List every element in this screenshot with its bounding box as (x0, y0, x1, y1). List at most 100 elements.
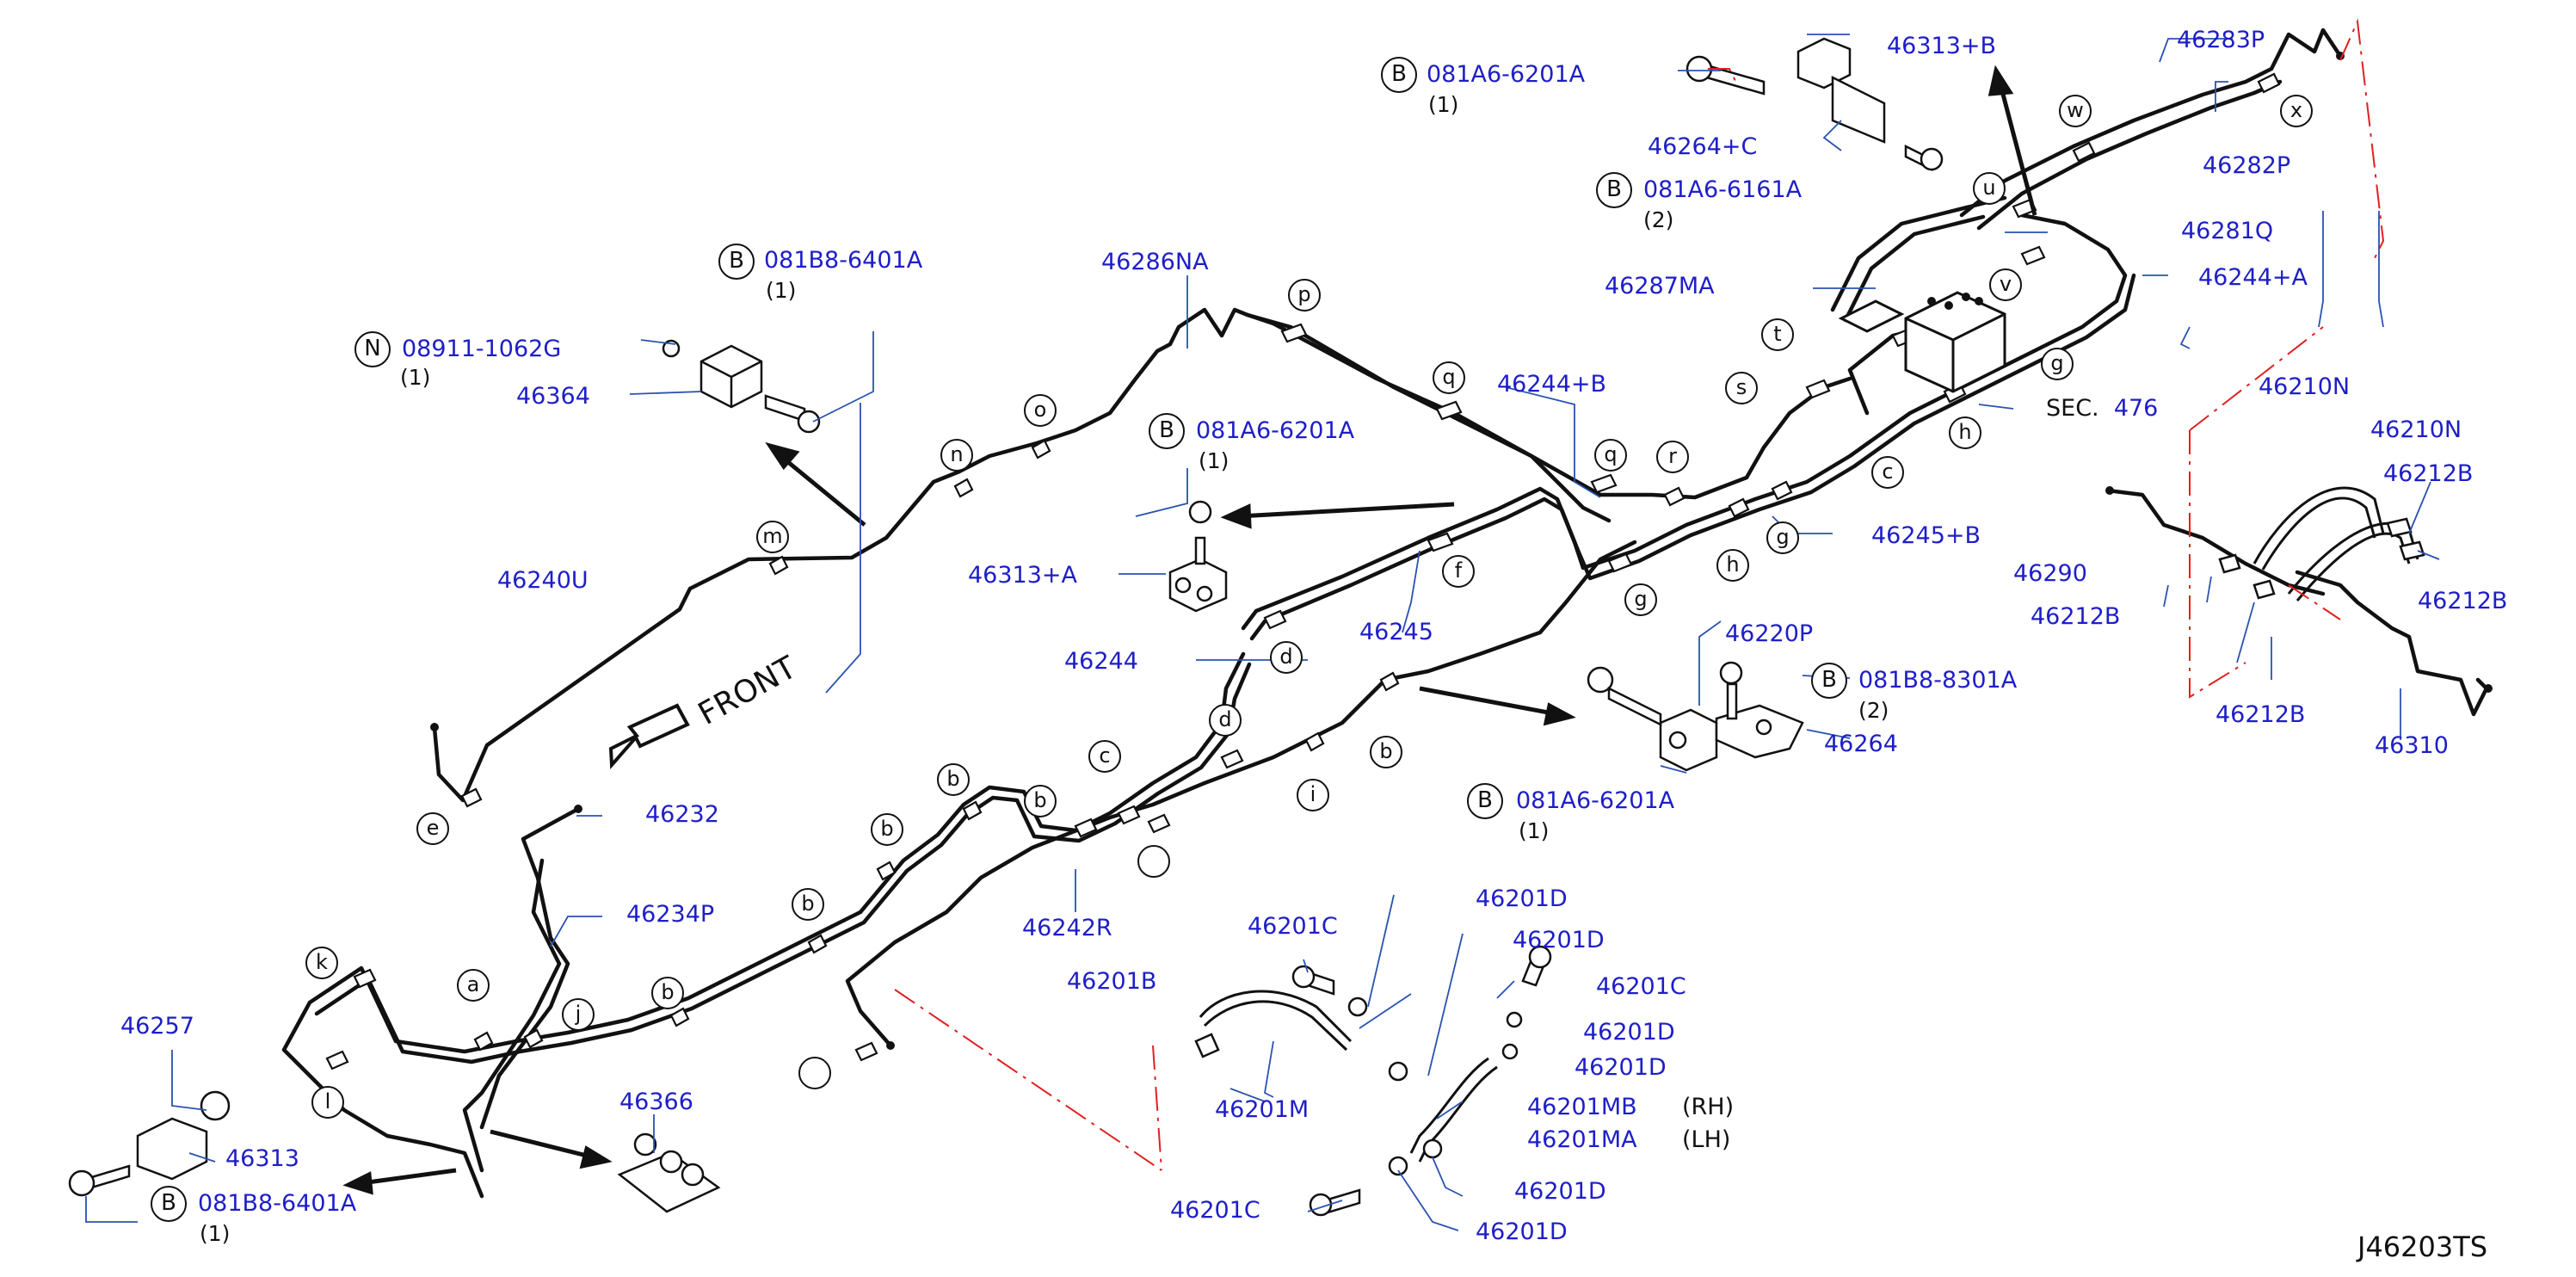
label-46313B: 46313+B (1887, 33, 1997, 59)
clip-letter (798, 1057, 831, 1089)
label-46201B: 46201B (1067, 968, 1157, 995)
clip-letter: l (311, 1086, 344, 1119)
label-46366: 46366 (619, 1089, 693, 1115)
label-46240U: 46240U (497, 567, 589, 594)
label-46201D-3: 46201D (1583, 1019, 1675, 1046)
label-46242R: 46242R (1022, 915, 1112, 941)
label-46201MA: 46201MA (1527, 1126, 1637, 1153)
callout-number: 081A6-6201A (1196, 417, 1355, 444)
callout-mark: B (718, 244, 755, 280)
clip-letter: h (1716, 549, 1749, 582)
label-46212B-2: 46212B (2418, 588, 2508, 614)
label-46201D-1: 46201D (1476, 885, 1568, 912)
label-46212B-1: 46212B (2383, 460, 2474, 487)
label-46283P: 46283P (2177, 27, 2265, 53)
label-46257: 46257 (120, 1013, 194, 1039)
pipe-46290 (2105, 488, 2326, 596)
label-46220P: 46220P (1725, 620, 1814, 647)
label-46201C-3: 46201C (1170, 1197, 1260, 1224)
label-46310: 46310 (2375, 732, 2449, 759)
label-46201D-6: 46201D (1476, 1218, 1568, 1245)
label-46364: 46364 (516, 383, 590, 410)
label-46234P: 46234P (626, 901, 715, 928)
callout-mark: B (1381, 57, 1417, 93)
pipe-46234P (462, 858, 562, 1173)
label-46210N-1: 46210N (2259, 373, 2351, 400)
callout-qty: (1) (766, 278, 797, 303)
label-46313A: 46313+A (968, 562, 1077, 589)
pipe-46282P (1976, 79, 2283, 231)
callout-number: 081A6-6201A (1516, 787, 1675, 814)
pipe-46232 (479, 806, 581, 1130)
clip-letter: b (792, 888, 824, 921)
clip-letter: c (1871, 456, 1904, 489)
callout-number: 081B8-6401A (198, 1190, 357, 1217)
label-lh: (LH) (1682, 1126, 1731, 1153)
label-46245B: 46245+B (1871, 522, 1981, 549)
label-46212B-4: 46212B (2215, 701, 2306, 728)
clip-letter: x (2280, 95, 2313, 127)
callout-qty: (1) (1519, 818, 1550, 843)
clip-letter: k (305, 947, 338, 979)
callout-qty: (2) (1643, 207, 1674, 232)
label-46245: 46245 (1359, 619, 1433, 645)
callout-number: 081A6-6161A (1643, 176, 1803, 203)
label-46201C-2: 46201C (1596, 973, 1686, 1000)
pipe-46242R-lower (845, 540, 1637, 1048)
pipe-46242R (307, 651, 1246, 1054)
callout-number: 08911-1062G (402, 336, 562, 362)
clip-letter: b (937, 763, 970, 796)
label-rh: (RH) (1682, 1094, 1735, 1120)
callout-mark: B (1596, 172, 1632, 208)
clip-letter: q (1433, 361, 1465, 394)
clip-letter: g (2041, 348, 2074, 380)
clip-letter: b (1370, 736, 1402, 768)
label-46201D-5: 46201D (1514, 1178, 1606, 1205)
pipe-46286NA (1245, 312, 1852, 500)
clip-letter: v (1989, 268, 2022, 301)
diagram-code: J46203TS (2357, 1231, 2488, 1263)
clip-letter: n (940, 439, 973, 472)
callout-mark: B (151, 1186, 187, 1222)
clip-letter: p (1288, 279, 1321, 312)
clip-letter: h (1949, 416, 1981, 449)
callout-mark: N (354, 331, 391, 367)
clip-letter: t (1761, 318, 1794, 351)
label-46201M: 46201M (1215, 1096, 1310, 1123)
clip-letter: j (562, 998, 595, 1031)
clip-letter: d (1270, 641, 1303, 674)
clip-letter: s (1725, 372, 1758, 404)
label-46212B-3: 46212B (2031, 603, 2121, 630)
clip-letter: u (1973, 172, 2006, 205)
clip-letter: r (1656, 441, 1689, 473)
clip-letter: q (1594, 439, 1627, 472)
callout-qty: (1) (1199, 448, 1229, 473)
label-46264: 46264 (1824, 731, 1898, 757)
callout-mark: B (1467, 783, 1503, 819)
clip-letter: e (416, 812, 449, 845)
pipe-46310 (2295, 570, 2489, 717)
clip-letter: f (1442, 555, 1475, 588)
callout-qty: (1) (400, 365, 431, 390)
label-46232: 46232 (645, 801, 719, 828)
label-46201D-4: 46201D (1575, 1054, 1667, 1081)
clip-letter: b (871, 813, 903, 846)
callout-number: 081B8-6401A (764, 247, 923, 274)
label-46290: 46290 (2013, 560, 2087, 587)
clip-letter: m (756, 521, 789, 553)
label-46282P: 46282P (2203, 152, 2291, 179)
callout-qty: (1) (1428, 92, 1459, 117)
label-46287MA: 46287MA (1605, 273, 1715, 299)
pipe-46245 (1241, 213, 2128, 631)
clip-letter: c (1088, 740, 1121, 773)
label-46264C: 46264+C (1648, 133, 1758, 160)
pipe-46283P (1959, 28, 2343, 218)
callout-mark: B (1149, 413, 1185, 449)
label-46210N-2: 46210N (2370, 416, 2462, 443)
label-46313: 46313 (225, 1145, 299, 1172)
label-46201D-2: 46201D (1513, 927, 1605, 953)
clip-letter: g (1766, 521, 1799, 554)
label-46286NA: 46286NA (1101, 249, 1209, 275)
label-46201C-1: 46201C (1248, 913, 1338, 940)
